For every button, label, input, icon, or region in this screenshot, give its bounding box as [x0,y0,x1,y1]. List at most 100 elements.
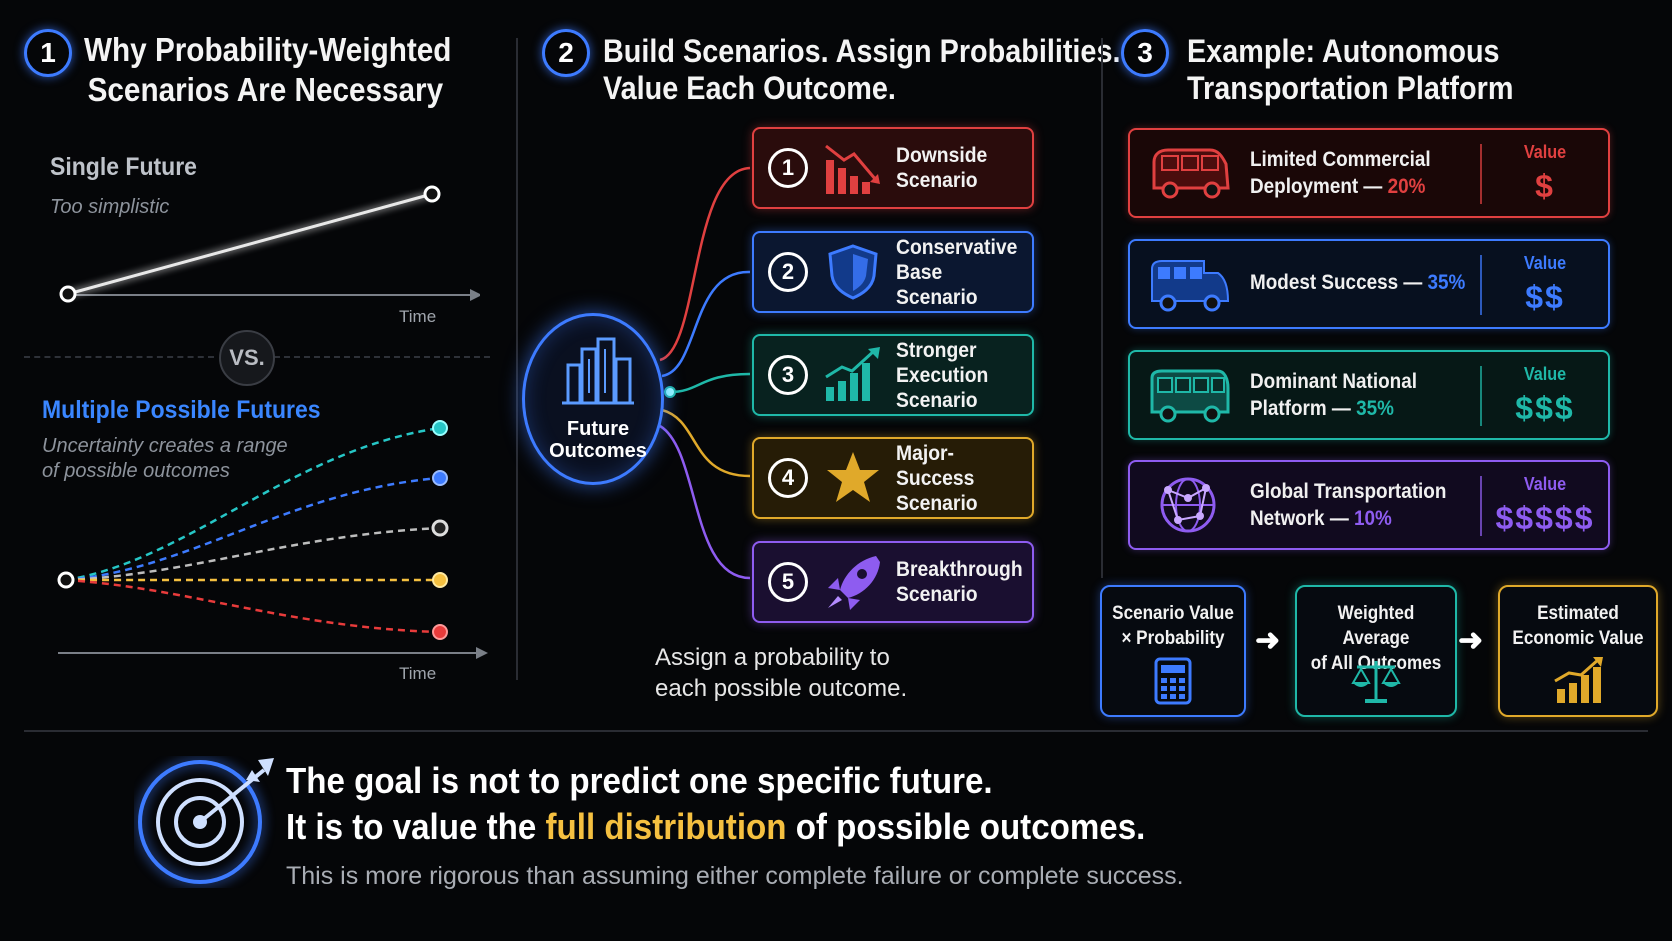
example-card-2: Modest Success — 35%Value$$ [1128,239,1610,329]
multiple-futures-label: Multiple Possible Futures [42,396,321,424]
example-card-name-line-1: Dominant National [1250,370,1417,393]
section-3-title-line-1: Example: Autonomous [1187,33,1500,69]
scenario-card-4: 4 Major-Success Scenario [752,437,1034,519]
shuttle-icon [1148,255,1232,313]
flow-arrow-1: ➜ [1255,624,1281,657]
vs-divider-left [24,356,214,358]
scenario-number: 3 [768,355,808,395]
single-future-time-label: Time [399,307,437,326]
single-future-start-point [59,285,77,303]
divider-2-3 [1101,38,1103,578]
example-card-separator [1480,366,1482,426]
scenario-card-5: 5 Breakthrough Scenario [752,541,1034,623]
scale-icon [1351,657,1401,705]
example-card-value: $$$ [1515,390,1575,426]
single-future-subtitle: Too simplistic [50,196,170,218]
example-card-name: Modest Success — 35% [1250,269,1465,296]
example-card-value-label: Value [1523,474,1567,494]
goal-highlight: full distribution [545,806,787,847]
scenario-number: 4 [768,458,808,498]
declining-bars-icon [822,140,884,196]
section-2-title-line-1: Build Scenarios. Assign Probabilities. [603,33,1121,69]
section-1-title: Why Probability-Weighted Scenarios Are N… [84,30,451,110]
future-end-gray [431,519,449,537]
goal-note: This is more rigorous than assuming eith… [286,862,1184,890]
example-card-value: $ [1535,168,1555,204]
example-card-value-label: Value [1523,364,1567,384]
future-end-yellow [432,572,448,588]
flow-arrow-2: ➜ [1458,624,1484,657]
scenario-label: Breakthrough Scenario [896,558,1023,606]
goal-line-1: The goal is not to predict one specific … [286,760,993,801]
section-1-number: 1 [24,29,72,77]
van-icon [1148,144,1232,202]
section-3-title-line-2: Transportation Platform [1187,70,1514,106]
scenario-number: 1 [768,148,808,188]
future-outcomes-hub [522,313,664,485]
example-card-name-line-2: Platform — 35% [1250,397,1394,420]
scenario-label: Major-Success Scenario [896,441,978,515]
vs-divider-right [274,356,490,358]
example-card-value-label: Value [1523,253,1567,273]
future-path-red [65,578,441,634]
example-card-value: $$$$$ [1495,500,1595,536]
future-path-teal [65,426,441,582]
scenario-label: Conservative Base Scenario [896,235,1018,309]
future-start-point [57,571,75,589]
assign-probability-text: Assign a probability to each possible ou… [655,644,908,702]
flow-box-label: Estimated Economic Value [1512,603,1644,649]
buildings-icon [562,337,634,405]
goal-line-2-suffix: of possible outcomes. [786,806,1146,847]
goal-line-2-prefix: It is to value the [286,806,546,847]
single-future-end-point [423,185,441,203]
scenario-card-2: 2 Conservative Base Scenario [752,231,1034,313]
multiple-futures-graph [57,420,488,659]
example-card-name-line-1: Global Transportation [1250,480,1447,503]
goal-line-2: It is to value the full distribution of … [286,806,1145,848]
example-card-separator [1480,144,1482,204]
network-globe-icon [1148,476,1232,534]
scenario-connectors [659,166,751,580]
example-card-name-line-2: Deployment — 20% [1250,175,1426,198]
multiple-futures-axis-arrow [476,647,488,659]
section-2-title-line-2: Value Each Outcome. [603,70,896,106]
divider-1-2 [516,38,518,680]
star-icon [822,450,884,506]
flow-box-label: Scenario Value × Probability [1112,603,1234,649]
vs-badge: VS. [219,330,275,386]
calculator-icon [1148,657,1198,705]
single-future-axis-arrow [470,289,480,301]
section-3-title: Example: Autonomous Transportation Platf… [1187,33,1513,107]
scenario-number: 2 [768,252,808,292]
example-card-probability: 10% [1353,507,1392,530]
section-3-number: 3 [1121,29,1169,77]
example-card-value-label: Value [1523,142,1567,162]
future-end-blue [432,470,448,486]
example-card-name-line-1: Limited Commercial [1250,148,1431,171]
multiple-futures-subtitle-1: Uncertainty creates a range [42,435,288,457]
rocket-icon [822,554,884,610]
bus-icon [1148,366,1232,424]
future-path-blue [65,476,441,582]
multiple-futures-subtitle-2: of possible outcomes [42,460,230,482]
shield-icon [822,244,884,300]
example-card-probability: 20% [1387,175,1426,198]
section-1-title-line-1: Why Probability-Weighted [84,31,452,68]
future-path-gray [65,526,441,582]
scenario-number: 5 [768,562,808,602]
section-1-title-line-2: Scenarios Are Necessary [87,71,444,108]
flow-box-3: Estimated Economic Value [1498,585,1658,717]
example-card-separator [1480,255,1482,315]
multiple-futures-time-label: Time [399,664,437,683]
example-card-probability: 35% [1356,397,1394,420]
example-card-separator [1480,476,1482,536]
target-arrow-icon [138,758,274,884]
example-card-name-line-2: Modest Success — 35% [1250,271,1466,294]
